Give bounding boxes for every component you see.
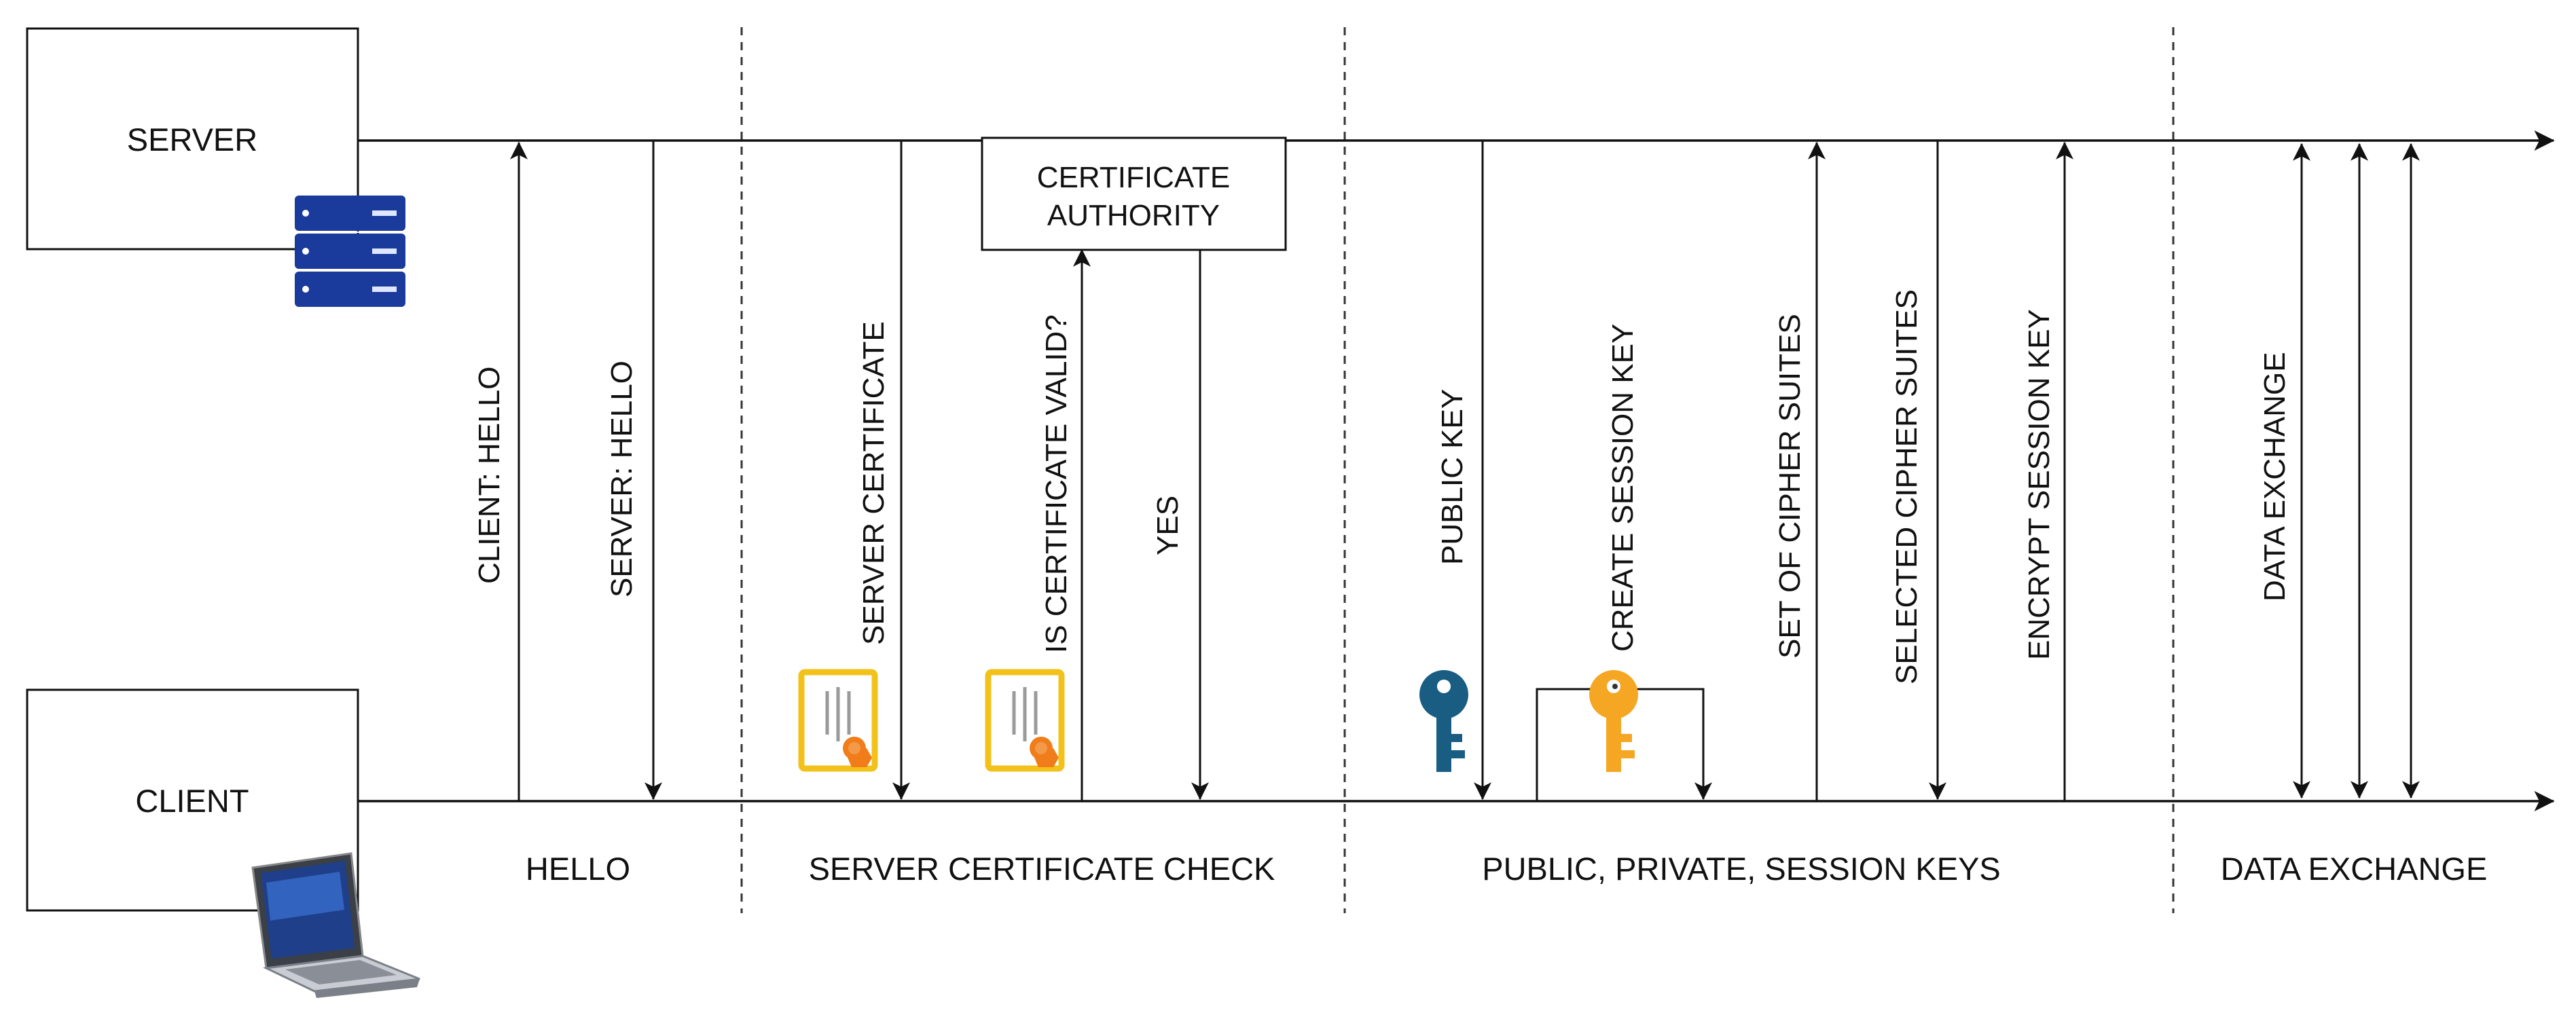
client-hello-label: CLIENT: HELLO xyxy=(473,367,506,584)
certificate-icon xyxy=(798,669,878,772)
phase-data-exchange-label: DATA EXCHANGE xyxy=(2221,851,2488,887)
certificate-authority-node: CERTIFICATE AUTHORITY xyxy=(981,136,1287,251)
certificate-authority-label-line2: AUTHORITY xyxy=(1047,199,1220,232)
server-label: SERVER xyxy=(127,122,257,158)
encrypt-session-key-label: ENCRYPT SESSION KEY xyxy=(2022,309,2056,660)
message-labels: CLIENT: HELLO SERVER: HELLO SERVER CERTI… xyxy=(473,289,2291,684)
selected-cipher-suites-label: SELECTED CIPHER SUITES xyxy=(1890,289,1923,684)
phase-separators xyxy=(740,27,2175,913)
phase-labels: HELLO SERVER CERTIFICATE CHECK PUBLIC, P… xyxy=(526,851,2487,887)
phase-server-certificate-check-label: SERVER CERTIFICATE CHECK xyxy=(809,851,1275,887)
server-rack-icon xyxy=(295,196,405,307)
certificate-authority-label-line1: CERTIFICATE xyxy=(1037,161,1230,194)
set-of-cipher-suites-label: SET OF CIPHER SUITES xyxy=(1773,314,1807,659)
certificate-icon xyxy=(985,669,1065,772)
data-exchange-label: DATA EXCHANGE xyxy=(2258,352,2291,602)
laptop-icon xyxy=(251,852,420,998)
phase-keys-label: PUBLIC, PRIVATE, SESSION KEYS xyxy=(1482,851,2001,887)
session-key-icon xyxy=(1589,670,1638,772)
server-hello-label: SERVER: HELLO xyxy=(605,361,638,597)
server-certificate-label: SERVER CERTIFICATE xyxy=(857,321,890,645)
client-label: CLIENT xyxy=(135,783,249,819)
yes-label: YES xyxy=(1151,496,1184,555)
is-certificate-valid-label: IS CERTIFICATE VALID? xyxy=(1040,314,1073,653)
public-key-label: PUBLIC KEY xyxy=(1436,389,1469,565)
public-key-icon xyxy=(1419,670,1468,772)
create-session-key-label: CREATE SESSION KEY xyxy=(1606,324,1639,652)
phase-hello-label: HELLO xyxy=(526,851,630,887)
